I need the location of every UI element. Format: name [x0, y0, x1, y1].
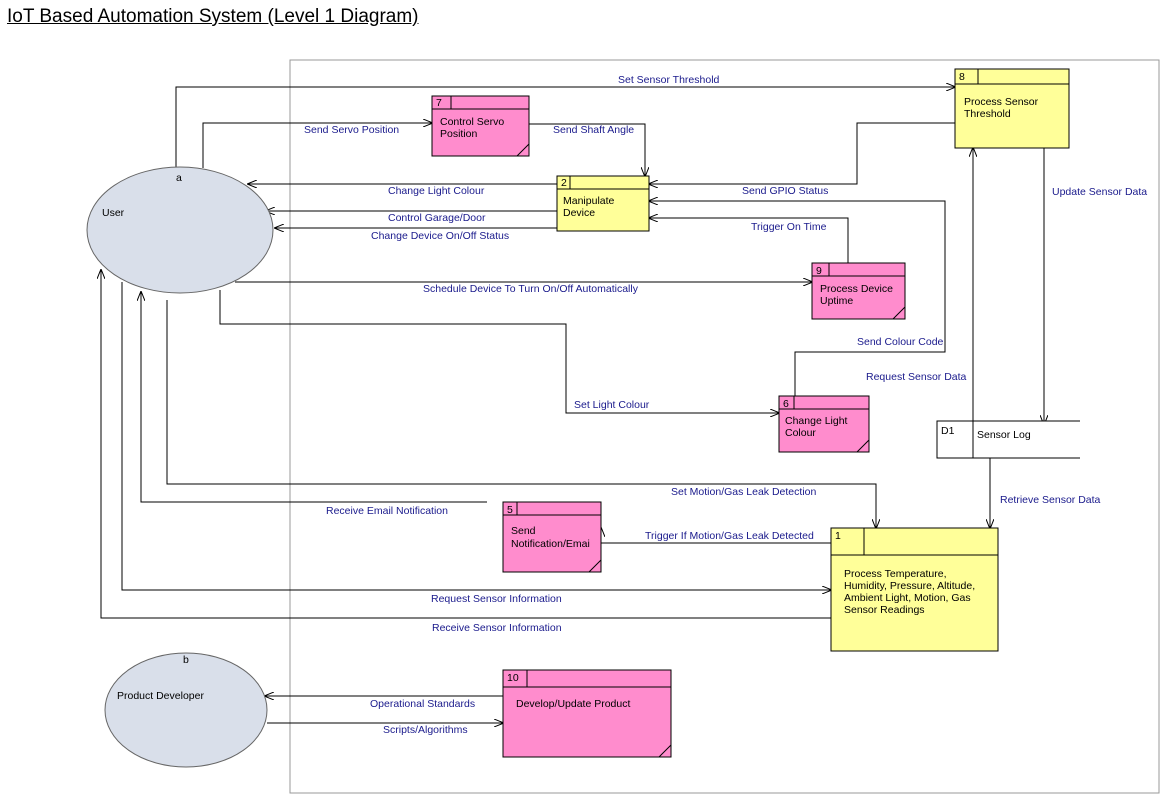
process-6-line-2: Colour	[785, 427, 816, 439]
process-8-id: 8	[959, 71, 965, 83]
process-5-send-notification[interactable]: 5 Send Notification/Emai	[502, 501, 602, 573]
diagram-title: IoT Based Automation System (Level 1 Dia…	[7, 6, 419, 27]
entity-developer-id: b	[183, 654, 189, 666]
process-10-id: 10	[507, 672, 519, 684]
flow-set-motion-gas[interactable]	[166, 300, 876, 528]
process-5-line-1: Send	[511, 525, 536, 537]
flow-request-sensor-info[interactable]	[121, 282, 831, 590]
label-schedule-device: Schedule Device To Turn On/Off Automatic…	[423, 283, 639, 295]
process-1-id: 1	[835, 530, 841, 542]
label-send-servo-position: Send Servo Position	[304, 124, 399, 136]
label-change-device-status: Change Device On/Off Status	[371, 230, 509, 242]
label-control-garage-door: Control Garage/Door	[388, 212, 486, 224]
process-6-line-1: Change Light	[785, 415, 848, 427]
data-store-id: D1	[941, 425, 955, 437]
process-1-line-1: Process Temperature,	[844, 568, 947, 580]
flow-send-gpio-status[interactable]	[649, 122, 955, 184]
process-8-process-sensor-threshold[interactable]: 8 Process Sensor Threshold	[954, 68, 1070, 149]
flow-set-sensor-threshold[interactable]	[175, 87, 955, 172]
process-2-line-2: Device	[563, 207, 595, 219]
label-request-sensor-info: Request Sensor Information	[431, 593, 562, 605]
entity-user-name: User	[102, 207, 125, 219]
label-send-colour-code: Send Colour Code	[857, 336, 944, 348]
process-7-id: 7	[436, 97, 442, 109]
process-6-change-light-colour[interactable]: 6 Change Light Colour	[778, 395, 870, 453]
entity-user[interactable]: a User	[86, 166, 274, 294]
process-2-id: 2	[561, 177, 567, 189]
process-10-line-1: Develop/Update Product	[516, 698, 630, 710]
process-8-line-1: Process Sensor	[964, 96, 1039, 108]
process-9-line-2: Uptime	[820, 295, 853, 307]
label-change-light-colour: Change Light Colour	[388, 185, 485, 197]
label-retrieve-sensor-data: Retrieve Sensor Data	[1000, 494, 1101, 506]
label-update-sensor-data: Update Sensor Data	[1052, 186, 1147, 198]
flow-send-shaft-angle[interactable]	[529, 123, 645, 176]
flow-set-light-colour[interactable]	[219, 290, 779, 413]
entity-developer-name: Product Developer	[117, 690, 204, 702]
process-1-line-2: Humidity, Pressure, Altitude,	[844, 580, 975, 592]
entity-product-developer[interactable]: b Product Developer	[104, 652, 268, 768]
process-7-line-2: Position	[440, 128, 478, 140]
flow-receive-email[interactable]	[141, 292, 487, 503]
entity-user-id: a	[176, 172, 182, 184]
label-set-sensor-threshold: Set Sensor Threshold	[618, 74, 720, 86]
label-set-light-colour: Set Light Colour	[574, 399, 650, 411]
label-trigger-on-time: Trigger On Time	[751, 221, 827, 233]
process-1-line-3: Ambient Light, Motion, Gas	[844, 592, 971, 604]
process-9-id: 9	[816, 265, 822, 277]
label-send-shaft-angle: Send Shaft Angle	[553, 124, 634, 136]
flow-receive-sensor-info[interactable]	[101, 270, 831, 619]
label-receive-sensor-info: Receive Sensor Information	[432, 622, 562, 634]
label-scripts-algorithms: Scripts/Algorithms	[383, 724, 468, 736]
process-1-process-sensor-readings[interactable]: 1 Process Temperature, Humidity, Pressur…	[830, 527, 999, 652]
data-store-name: Sensor Log	[977, 429, 1031, 441]
process-5-line-2: Notification/Emai	[511, 538, 590, 550]
label-operational-standards: Operational Standards	[370, 698, 475, 710]
data-store-sensor-log[interactable]: D1 Sensor Log	[936, 420, 1080, 459]
flow-send-servo-position[interactable]	[202, 123, 432, 168]
system-boundary	[289, 59, 1160, 794]
flow-send-colour-code[interactable]	[649, 201, 946, 396]
label-request-sensor-data: Request Sensor Data	[866, 371, 967, 383]
process-2-manipulate-device[interactable]: 2 Manipulate Device	[556, 175, 650, 232]
label-trigger-motion-gas: Trigger If Motion/Gas Leak Detected	[645, 530, 814, 542]
label-receive-email: Receive Email Notification	[326, 505, 448, 517]
process-1-line-4: Sensor Readings	[844, 604, 925, 616]
process-7-line-1: Control Servo	[440, 116, 504, 128]
label-send-gpio-status: Send GPIO Status	[742, 185, 828, 197]
process-8-line-2: Threshold	[964, 108, 1011, 120]
process-7-control-servo-position[interactable]: 7 Control Servo Position	[431, 95, 530, 157]
process-2-line-1: Manipulate	[563, 195, 615, 207]
process-6-id: 6	[783, 398, 789, 410]
process-5-id: 5	[507, 504, 513, 516]
process-10-develop-update-product[interactable]: 10 Develop/Update Product	[502, 669, 672, 758]
flow-trigger-on-time[interactable]	[649, 218, 849, 263]
process-9-line-1: Process Device	[820, 283, 893, 295]
label-set-motion-gas: Set Motion/Gas Leak Detection	[671, 486, 816, 498]
process-9-process-device-uptime[interactable]: 9 Process Device Uptime	[811, 262, 906, 320]
